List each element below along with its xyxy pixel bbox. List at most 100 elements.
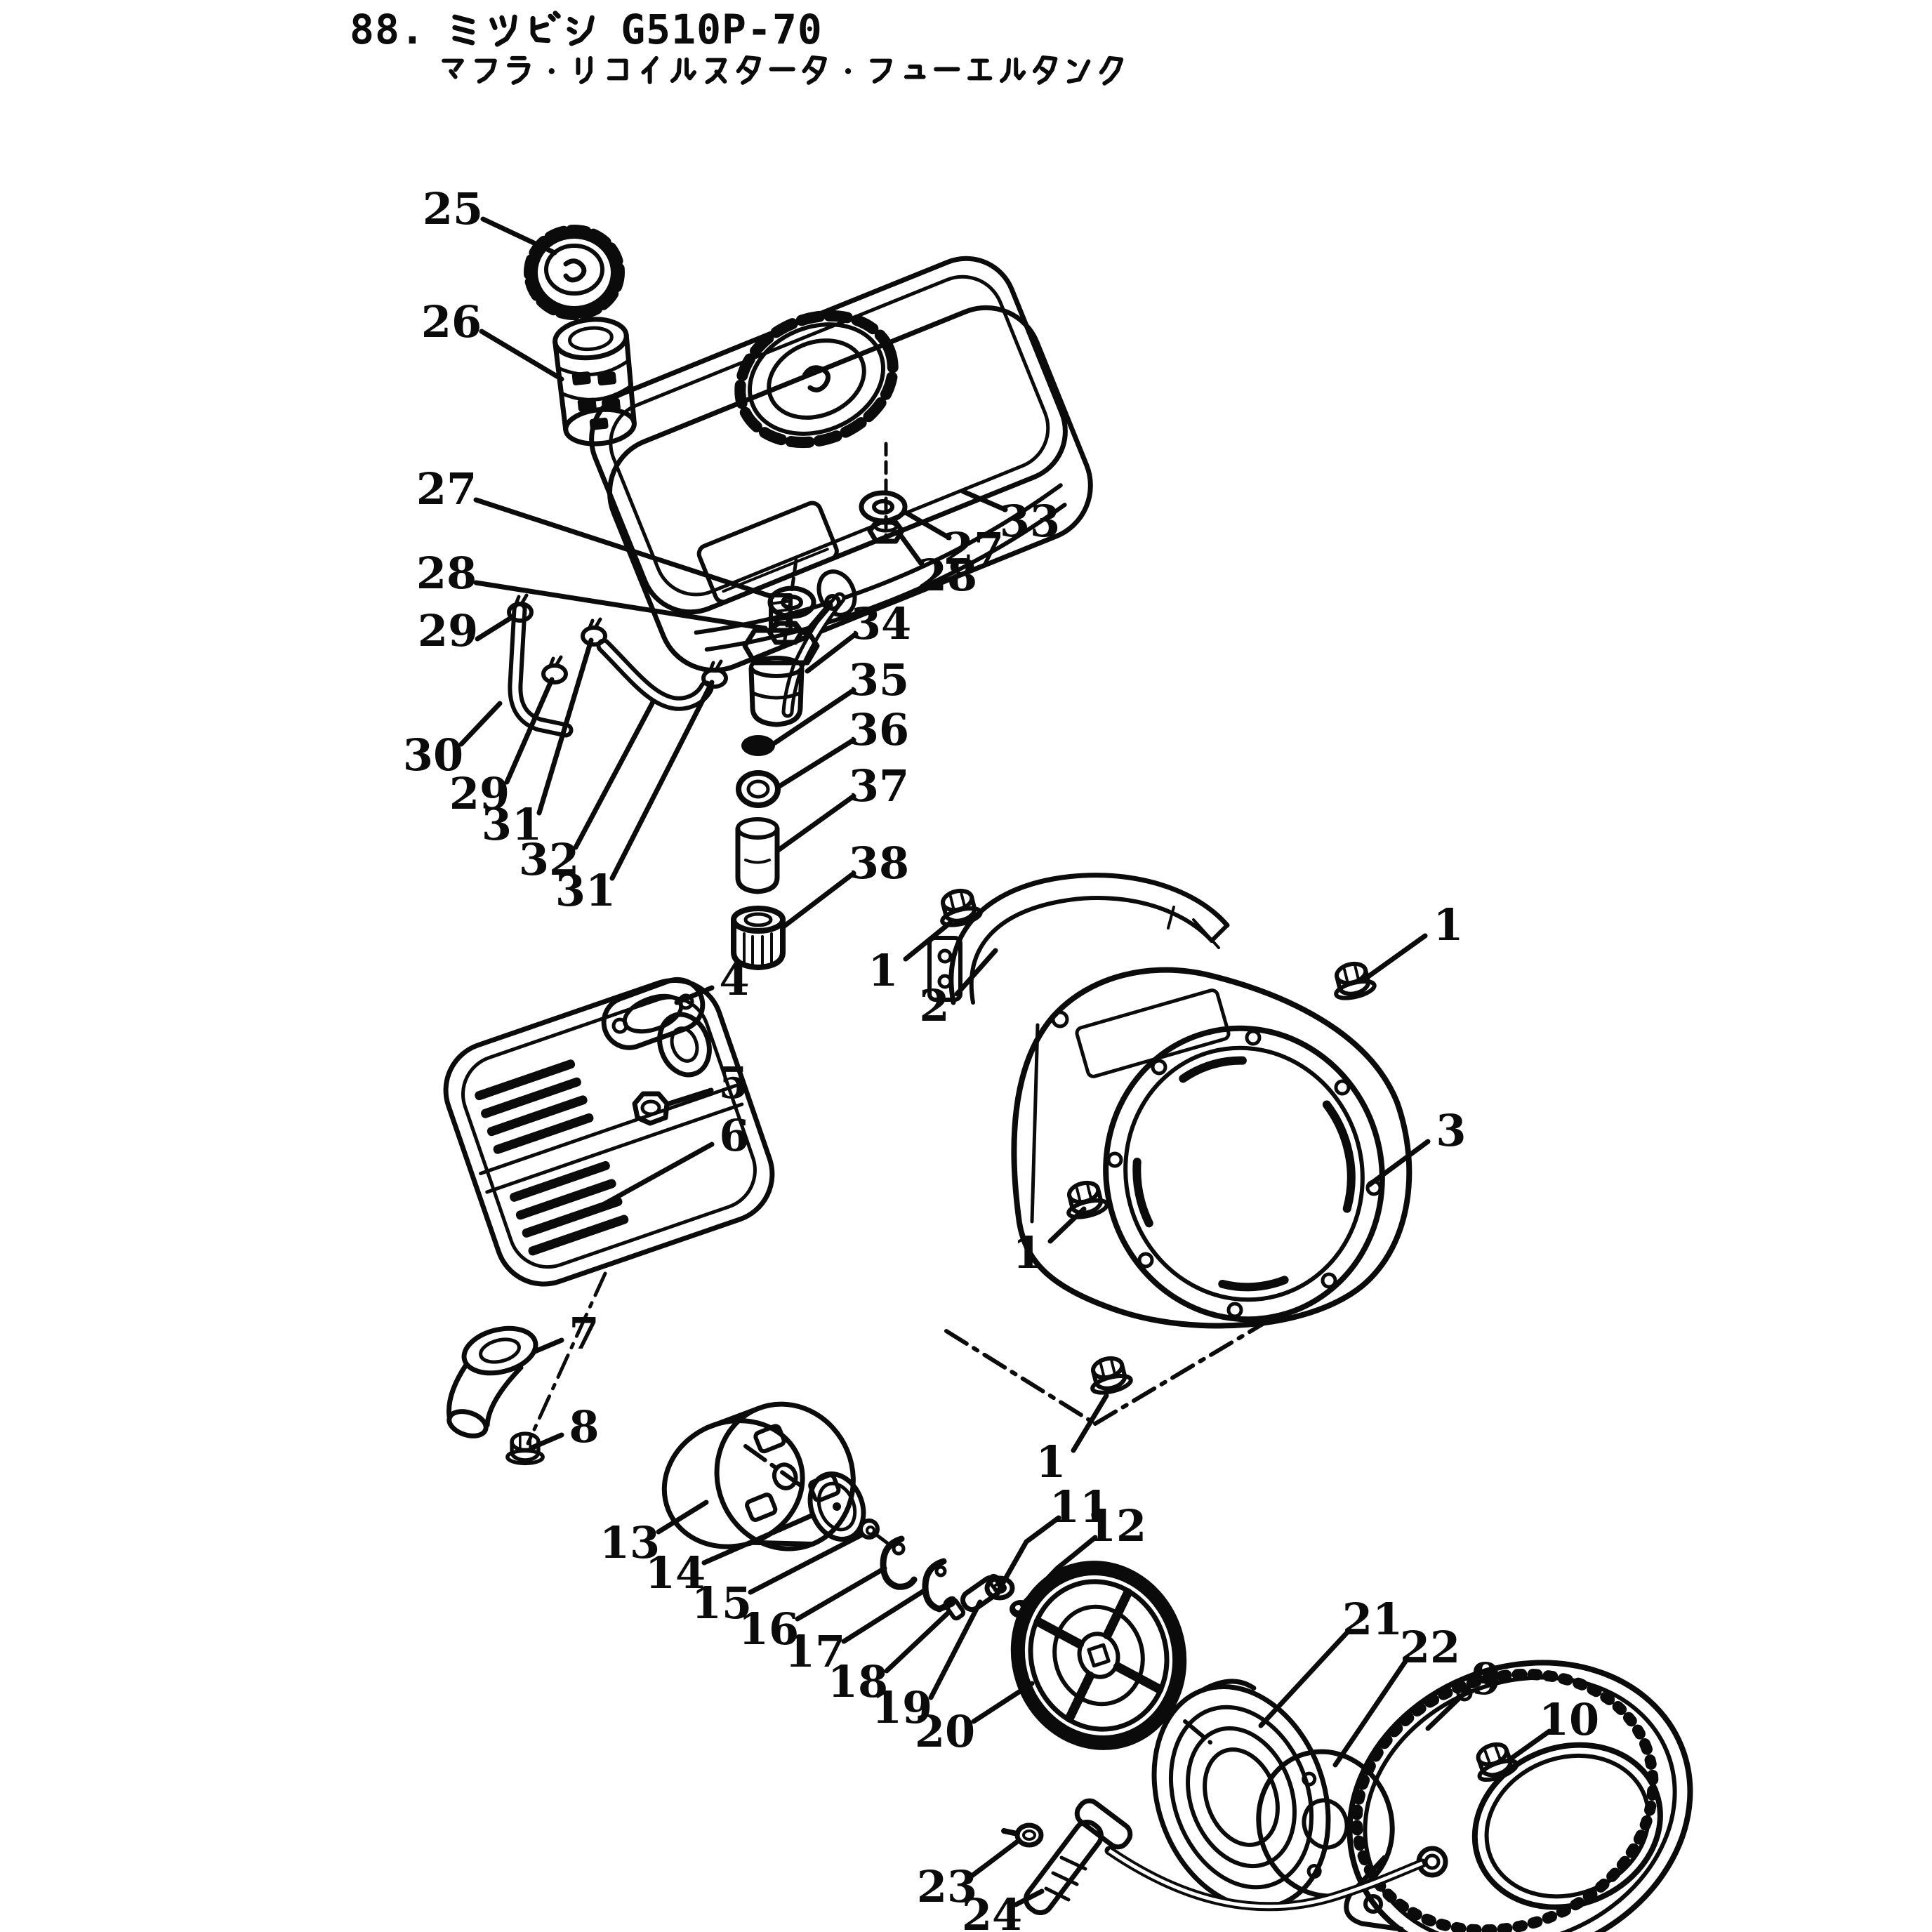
part-number-label: 34 — [851, 598, 911, 649]
title-text: - — [747, 6, 772, 53]
part-number-label: 17 — [785, 1626, 845, 1677]
part-number-label: 35 — [849, 654, 909, 706]
part-number-label: 6 — [719, 1110, 749, 1161]
part-number-label: 13 — [600, 1517, 660, 1568]
muffler-inlet-stub — [657, 1012, 712, 1078]
leader-line — [480, 216, 557, 256]
leader-line — [960, 489, 1008, 512]
part-number-label: 28 — [917, 550, 977, 601]
part-number-label: 1 — [868, 945, 898, 996]
leader-line — [536, 637, 594, 816]
ratchet-pawl-b — [922, 1558, 955, 1613]
leader-line — [903, 510, 952, 541]
kana-glyph — [736, 55, 762, 85]
leader-line — [805, 631, 859, 674]
cover-bolt — [1062, 1179, 1109, 1220]
rope-pulley — [1010, 1561, 1187, 1750]
part-number-label: 27 — [944, 523, 1004, 574]
kana-glyph — [705, 58, 727, 84]
part-number-label: 4 — [719, 954, 749, 1005]
cover-bolt — [1086, 1354, 1132, 1396]
kana-glyph — [641, 55, 659, 84]
muffler — [443, 977, 775, 1463]
leader-line — [1019, 1535, 1098, 1608]
leader-line — [674, 985, 715, 1005]
part-number-label: 37 — [849, 760, 909, 812]
kana-glyph — [845, 68, 852, 74]
part-number-label: 1 — [1036, 1436, 1066, 1488]
part-number-label: 8 — [569, 1401, 599, 1453]
kana-glyph — [548, 68, 555, 74]
fan-cover-group — [927, 873, 1412, 1396]
strainer-cap — [731, 906, 786, 970]
leader-line — [532, 1337, 564, 1354]
title-text: G — [621, 6, 645, 53]
part-number-label: 15 — [692, 1577, 752, 1629]
leader-line — [1071, 1393, 1109, 1453]
starter-rope — [1104, 1846, 1427, 1912]
part-number-label: 7 — [569, 1308, 599, 1359]
ratchet-pawl-a — [880, 1535, 918, 1590]
part-number-label: 31 — [555, 865, 616, 916]
grip-pin — [1001, 1822, 1044, 1848]
cock-cup — [735, 817, 780, 894]
kana-glyph — [1032, 55, 1058, 85]
part-number-label: 18 — [828, 1656, 888, 1707]
cock-packing — [741, 735, 775, 756]
leader-line — [954, 948, 998, 997]
part-number-label: 22 — [1400, 1622, 1460, 1673]
title-text: P — [722, 6, 746, 53]
leader-line — [884, 1609, 952, 1674]
leader-line — [1258, 1627, 1352, 1728]
leader-line — [899, 534, 925, 567]
kana-glyph — [576, 55, 593, 84]
part-number-label: 24 — [962, 1889, 1022, 1932]
fuel-hoses — [509, 595, 726, 738]
leader-line — [1000, 1515, 1061, 1587]
leader-line — [971, 1681, 1035, 1724]
kana-glyph — [1099, 55, 1124, 86]
part-number-label: 21 — [1342, 1594, 1403, 1645]
clamp-31b — [703, 661, 726, 687]
part-number-label: 10 — [1539, 1694, 1599, 1745]
clamp-31a — [583, 619, 605, 644]
leader-line — [573, 699, 656, 850]
part-number-label: 5 — [718, 1057, 748, 1109]
part-number-label: 25 — [423, 183, 483, 234]
leader-line — [772, 687, 856, 746]
starter-case — [1344, 1660, 1693, 1932]
fuel-strainer — [553, 317, 637, 446]
leader-line — [1425, 1688, 1470, 1731]
kana-glyph — [475, 58, 497, 84]
exhaust-elbow — [446, 1325, 538, 1438]
leader-line — [458, 701, 503, 747]
title-text: 5 — [646, 6, 670, 53]
leader-line — [928, 1599, 983, 1700]
kana-glyph — [530, 11, 561, 44]
part-number-label: 36 — [849, 704, 909, 755]
muffler-nut — [632, 1091, 670, 1126]
leader-line — [701, 1512, 816, 1566]
part-number-label: 38 — [849, 838, 909, 889]
part-number-label: 3 — [1436, 1105, 1466, 1156]
title-text: 8 — [350, 6, 374, 53]
kana-glyph — [507, 55, 531, 85]
leader-line — [656, 1500, 709, 1535]
part-number-label: 29 — [449, 768, 510, 819]
clamp-29b — [543, 657, 566, 682]
strainer-mesh — [571, 371, 621, 430]
part-number-label: 1 — [1012, 1227, 1043, 1278]
part-number-label: 16 — [739, 1603, 799, 1655]
washer-27-right — [861, 493, 905, 521]
kana-glyph — [567, 15, 595, 46]
kana-glyph — [802, 55, 827, 85]
cock-ring — [736, 770, 781, 808]
leader-line — [903, 920, 953, 962]
leader-line — [475, 615, 514, 642]
cover-bolt — [936, 887, 982, 928]
fan-cover — [1011, 967, 1412, 1329]
part-number-label: 19 — [872, 1682, 932, 1733]
kana-glyph — [607, 58, 628, 81]
part-number-label: 26 — [421, 296, 482, 348]
